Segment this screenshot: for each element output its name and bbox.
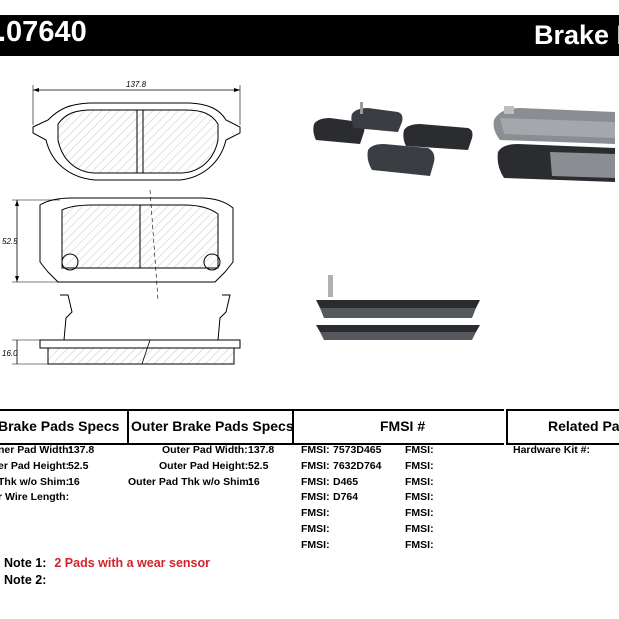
outer-specs-header-label: Outer Brake Pads Specs xyxy=(131,418,294,434)
fmsi-row: FMSI: xyxy=(405,476,434,488)
fmsi-row: FMSI: xyxy=(301,507,330,519)
product-photo-side-view xyxy=(316,275,480,340)
fmsi-header: FMSI # xyxy=(294,409,504,445)
inner-spec-row: Thk w/o Shim: 16 xyxy=(0,476,80,488)
fmsi-row: FMSI: xyxy=(405,507,434,519)
pad-photo-2 xyxy=(351,102,403,132)
note-1-text: 2 Pads with a wear sensor xyxy=(54,556,210,570)
product-photo-friction-side xyxy=(493,106,615,182)
fmsi-row: FMSI: xyxy=(301,523,330,535)
width-dimension-label: 137.8 xyxy=(126,80,147,89)
thickness-dimension-label: 16.0 xyxy=(2,349,18,358)
fmsi-row: FMSI: xyxy=(405,460,434,472)
note-2: Note 2: xyxy=(4,573,47,587)
inner-specs-header: Brake Pads Specs xyxy=(0,409,127,445)
header-bar: .07640 Brake F xyxy=(0,15,619,56)
outer-specs-header: Outer Brake Pads Specs xyxy=(129,409,294,445)
fmsi-row: FMSI: xyxy=(405,491,434,503)
product-photo-four-pads xyxy=(313,102,473,176)
height-dimension-label: 52.5 xyxy=(2,237,18,246)
outer-spec-row: Outer Pad Height: 52.5 xyxy=(159,460,269,472)
fmsi-row: FMSI: xyxy=(405,523,434,535)
related-part-row: Hardware Kit #: xyxy=(513,444,591,456)
fmsi-row: FMSI: xyxy=(405,444,434,456)
divider xyxy=(292,409,294,445)
fmsi-row: FMSI: xyxy=(301,539,330,551)
divider xyxy=(127,409,129,445)
pad-photo-3 xyxy=(403,124,473,150)
fmsi-row: FMSI: xyxy=(405,539,434,551)
inner-spec-row: er Pad Height: 52.5 xyxy=(0,460,89,472)
pad-technical-drawing: 137.8 52.5 16.0 xyxy=(2,80,241,365)
related-parts-header-label: Related Par xyxy=(548,418,619,434)
fmsi-row: FMSI:D764 xyxy=(301,491,359,503)
outer-spec-row: Outer Pad Width: 137.8 xyxy=(162,444,275,456)
fmsi-row: FMSI:7573D465 xyxy=(301,444,382,456)
fmsi-row: FMSI:7632D764 xyxy=(301,460,382,472)
note-1: Note 1:2 Pads with a wear sensor xyxy=(4,556,210,570)
outer-spec-row: Outer Pad Thk w/o Shim: 16 xyxy=(128,476,260,488)
page-title: Brake F xyxy=(534,20,619,50)
pad-photo-1 xyxy=(313,118,365,144)
related-parts-header: Related Par xyxy=(508,409,619,445)
inner-specs-header-label: Brake Pads Specs xyxy=(0,418,120,434)
inner-spec-row: r Wire Length: xyxy=(0,491,70,503)
fmsi-row: FMSI:D465 xyxy=(301,476,359,488)
fmsi-header-label: FMSI # xyxy=(380,418,426,434)
pad-photo-4 xyxy=(367,144,435,176)
inner-spec-row: ner Pad Width: 137.8 xyxy=(0,444,95,456)
part-number: .07640 xyxy=(0,16,87,48)
divider xyxy=(506,409,508,445)
